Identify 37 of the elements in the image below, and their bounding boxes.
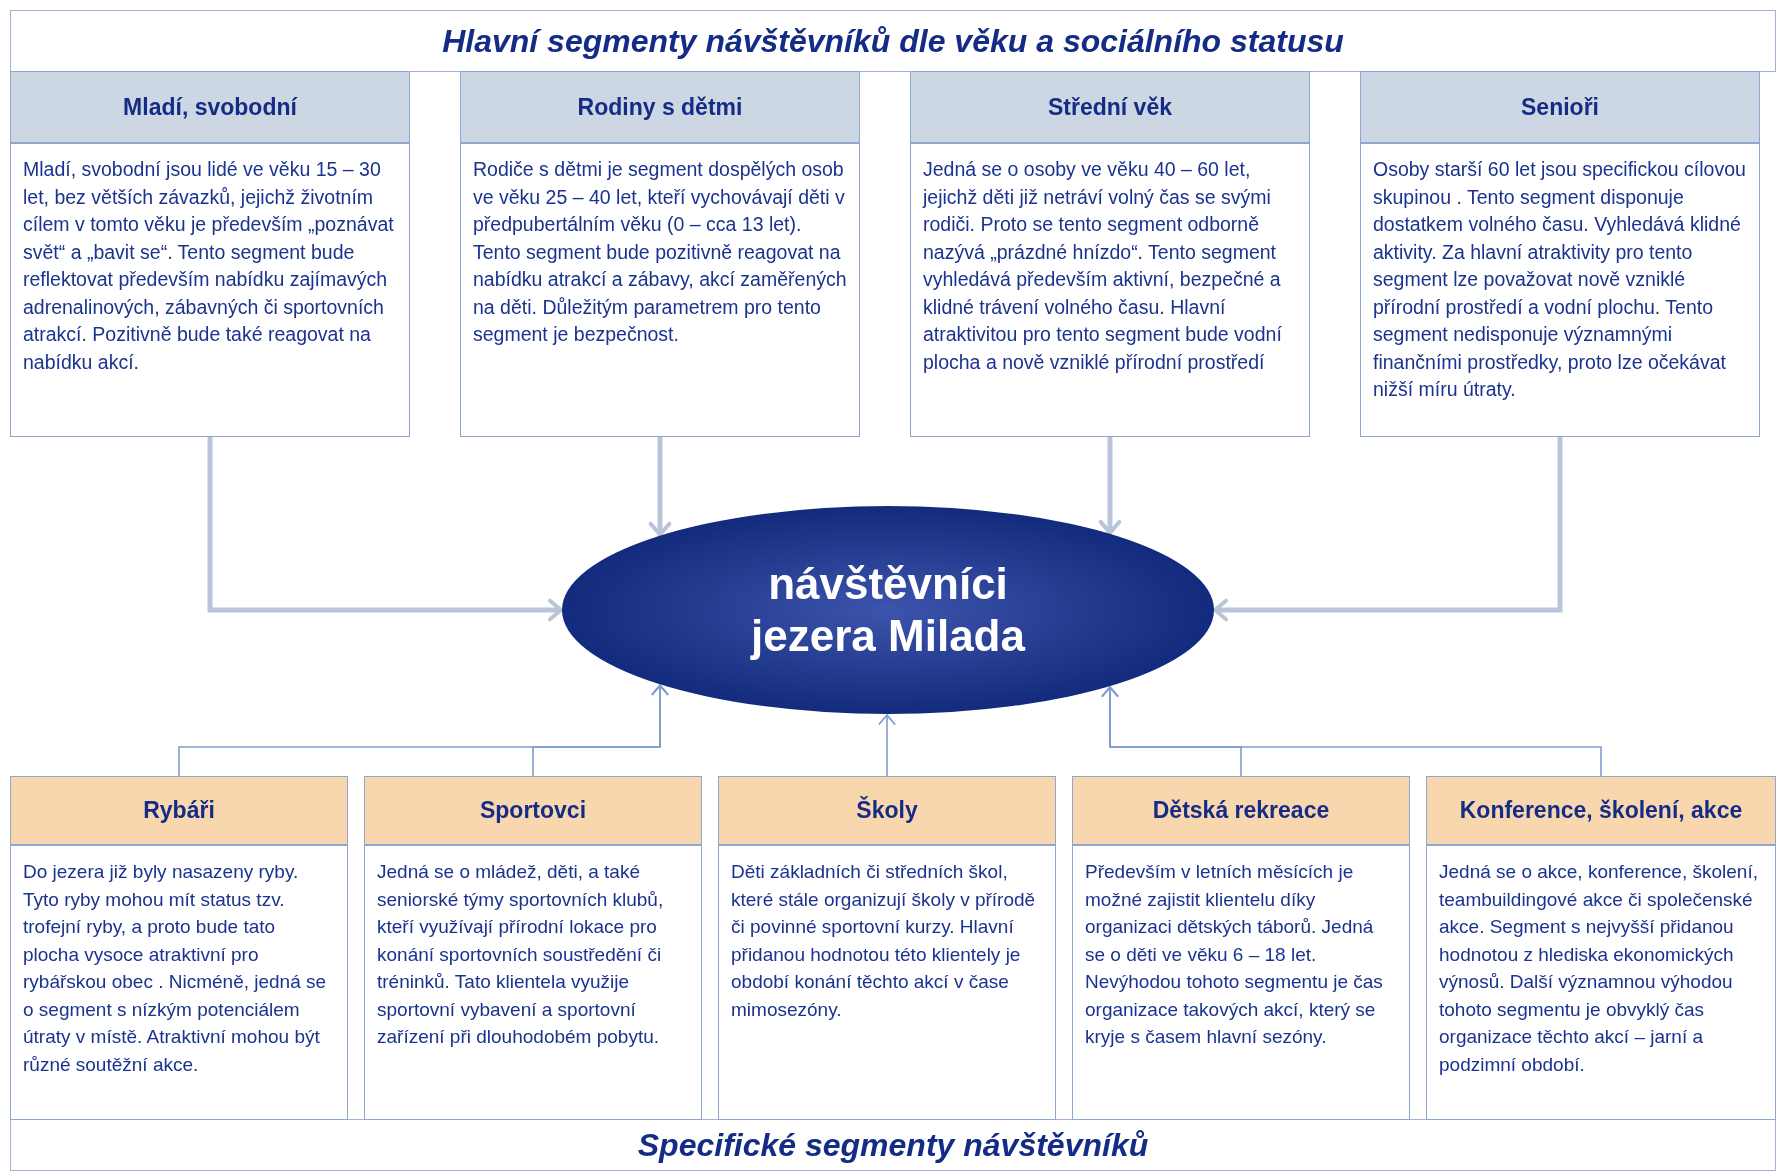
segment-card [10,71,410,437]
segment-heading: Senioři [1521,93,1599,121]
segment-card [1360,71,1760,437]
segment-card [10,776,348,1120]
segment-heading: Rybáři [143,797,215,824]
segment-description: Mladí, svobodní jsou lidé ve věku 15 – 30 let, bez větších závazků, jejichž životním cílem v tomto věku je především „poznávat svět“ a „bavit se“. Tento segment bude reflektovat především nabídku zajímavých adrenalinových, zábavných či sportovních atrakcí. Pozitivně bude také reagovat na nabídku akcí. [23,157,395,375]
segment-description: Jedná se o akce, konference, školení, teambuildingové akce či společenské akce. Segment s nejvyšší přidanou hodnotou z hlediska ekonomických výnosů. Další významnou výhodou tohoto segmentu je obvyklý čas organizace těchto akcí – jarní a podzimní období. [1439,860,1759,1077]
connector-arrow [1101,686,1602,777]
segment-heading: Dětská rekreace [1152,797,1330,824]
segment-heading: Školy [856,797,918,824]
segment-heading: Mladí, svobodní [123,93,297,121]
caption: Specifické segmenty návštěvníků [637,1126,1149,1164]
segment-description: Děti základních či středních škol, které stále organizují školy v přírodě či povinné sportovní kurzy. Hlavní přidanou hodnotou této klientely je období konání těchto akcí v čase mimosezóny. [731,860,1037,1022]
segment-description: Osoby starší 60 let jsou specifickou cílovou skupinou . Tento segment disponuje dostatkem volného času. Vyhledává klidné aktivity. Za hlavní atraktivity pro tento segment lze považovat nově vzniklé přírodní prostředí a vodní plochu. Tento segment nedisponuje významnými finančními prostředky, proto lze očekávat nižší míru útraty. [1373,157,1747,402]
node-label: návštěvníci jezera Milada [749,558,1027,662]
segment-card [1072,776,1410,1120]
segment-description: Jedná se o mládež, děti, a také seniorské týmy sportovních klubů, kteří využívají přírodní lokace pro konání sportovních soustředění či tréninků. Tato klientela využije sportovní vybavení a sportovní zařízení při dlouhodobém pobytu. [377,860,665,1049]
segment-description: Především v letních měsících je možné zajistit klientelu díky organizaci dětských táborů. Jedná se o děti ve věku 6 – 18 let. Nevýhodou tohoto segmentu je čas organizace takových akcí, který se kryje s časem hlavní sezóny. [1085,860,1384,1049]
connector-arrow [1213,437,1563,622]
segment-card [460,71,860,437]
segment-card [718,776,1056,1120]
connector-arrow [207,437,563,622]
title: Hlavní segmenty návštěvníků dle věku a sociálního statusu [442,22,1344,60]
connector-arrow [648,437,672,537]
segment-card [364,776,702,1120]
connector-arrow [1098,437,1122,535]
segment-description: Jedná se o osoby ve věku 40 – 60 let, jejichž děti již netráví volný čas se svými rodiči. Proto se tento segment odborně nazývá „prázdné hnízdo“. Tento segment vyhledává především aktivní, bezpečné a klidné trávení volného času. Hlavní atraktivitou pro tento segment bude vodní plocha a nově vzniklé přírodní prostředí [923,157,1283,375]
segment-heading: Konference, školení, akce [1459,797,1743,824]
segment-heading: Střední věk [1048,93,1172,121]
segment-heading: Rodiny s dětmi [577,93,743,121]
segment-description: Rodiče s dětmi je segment dospělých osob ve věku 25 – 40 let, kteří vychovávají děti v předpubertálním věku (0 – cca 13 let). Tento segment bude pozitivně reagovat na nabídku atrakcí a zábavy, akcí zaměřených na děti. Důležitým parametrem pro tento segment je bezpečnost. [473,157,847,347]
connector-arrow [878,714,896,777]
segment-card [1426,776,1776,1120]
segment-card [910,71,1310,437]
segment-heading: Sportovci [479,797,587,824]
segment-description: Do jezera již byly nasazeny ryby. Tyto ryby mohou mít status tzv. trofejní ryby, a proto bude tato plocha vysoce atraktivní pro rybářskou obec . Nicméně, jedná se o segment s nízkým potenciálem útraty v místě. Atraktivní mohou být různé soutěžní akce. [23,860,328,1077]
connector-arrow [532,684,669,777]
